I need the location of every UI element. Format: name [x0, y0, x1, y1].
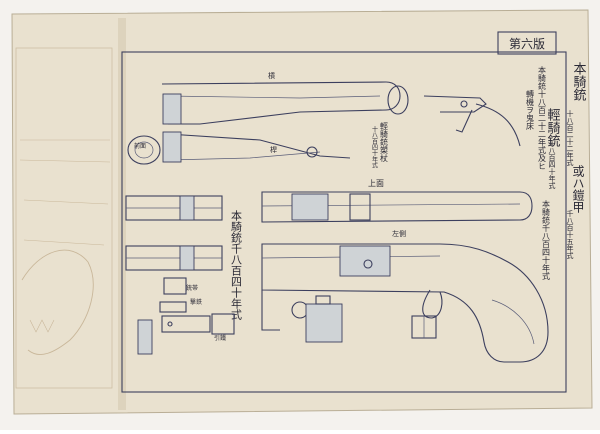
top-label: 上面: [368, 179, 384, 188]
small-parts: 銃帯 撃鉄 引鐵: [137, 277, 437, 355]
faded-stock: [21, 249, 94, 355]
main-frame: [121, 51, 567, 393]
heading-light-carbine-sub: 十八百四十年式: [548, 139, 556, 189]
hammer-label: 撃鉄: [190, 298, 202, 306]
left-page-frame: [15, 47, 113, 389]
plate-number: 第六版: [509, 37, 545, 51]
front-view: 前面: [127, 135, 161, 165]
carbine-side-view: 左側: [261, 229, 549, 363]
barrel-top-view: [125, 195, 223, 271]
barrel-band-label: 銃帯: [186, 284, 198, 292]
heading-light-carbine: 輕騎銃: [545, 108, 561, 148]
carbine-side-label: 本騎銃千八百四十年式: [230, 209, 243, 320]
rod-sub-label: 十八百四十年式: [371, 125, 378, 168]
trigger-label: 引鐵: [214, 334, 226, 342]
rod-label: 槓: [268, 71, 275, 80]
heading-carbine-sub: 十八百二十二年式: [566, 109, 574, 166]
heading-carbine: 本騎銃: [571, 62, 587, 102]
note-b: 轉機ヲ鬼床: [526, 89, 535, 131]
plate-number-box: [497, 31, 557, 55]
faded-lines: [19, 139, 111, 333]
front-view-label: 前面: [134, 142, 146, 150]
heading-variant-sub: 千八百十五年式: [566, 209, 574, 259]
light-carbine-rod-label: 輕騎銃槊杖: [380, 122, 389, 163]
heading-variant: 或ハ鎧甲: [571, 165, 585, 213]
rod-label-2: 桿: [270, 145, 277, 154]
trigger-assembly: [423, 95, 521, 147]
ramrod-diagram: 槓 桿: [161, 71, 409, 163]
left-side-label: 左側: [392, 229, 406, 238]
note-c: 本騎銃千八百四十年式: [542, 199, 551, 280]
barrel-top: 上面: [261, 179, 533, 223]
note-a: 本騎銃十八百二十二年式及ヒ: [538, 65, 547, 170]
